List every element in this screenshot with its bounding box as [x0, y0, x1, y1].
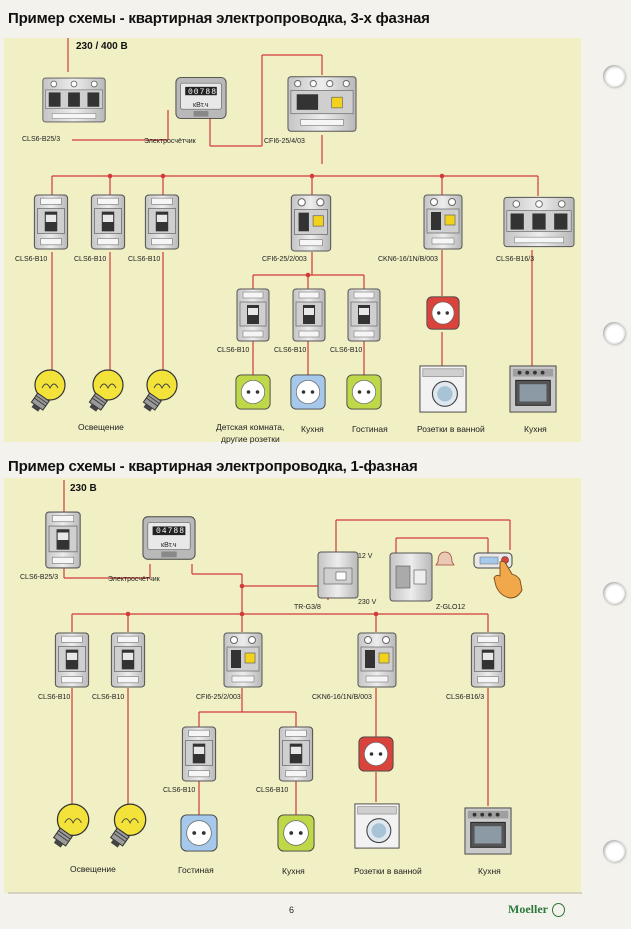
socket-icon: [290, 374, 326, 410]
rcd-2p: [290, 194, 332, 252]
device-label: TR-G3/8: [294, 604, 321, 611]
device-label: CLS6-B25/3: [20, 574, 59, 581]
device-label: CKN6-16/1N/B/003: [378, 256, 438, 263]
transformer-icon: [317, 551, 359, 599]
electricity-meter: [142, 516, 196, 560]
washing-machine-icon: [354, 803, 400, 849]
device-label: CLS6-B10: [128, 256, 161, 263]
device-label: CLS6-B25/3: [22, 136, 61, 143]
breaker-cls: [278, 726, 314, 782]
breaker-cls: [110, 632, 146, 688]
breaker-cls: [33, 194, 69, 250]
socket-icon: [180, 814, 218, 852]
moeller-logo: Moeller: [508, 902, 565, 918]
socket-icon: [277, 814, 315, 852]
bell-relay-icon: [389, 552, 433, 602]
caption: Детская комната,: [216, 422, 285, 432]
logo-mark-icon: [551, 903, 565, 918]
main-breaker-3p: [42, 77, 106, 123]
light-bulb-icon: [86, 369, 124, 414]
device-label: Электросчётчик: [144, 138, 196, 145]
breaker-cls: [347, 288, 381, 342]
device-label: CLS6-B10: [330, 347, 363, 354]
device-label: CLS6-B10: [163, 787, 196, 794]
device-label: 12 V: [358, 553, 373, 560]
socket-icon: [426, 296, 460, 330]
rcbo-ckn: [357, 632, 397, 688]
electricity-meter: [175, 77, 227, 119]
device-label: CLS6-B10: [217, 347, 250, 354]
page-number: 6: [288, 905, 294, 915]
caption: Кухня: [282, 866, 305, 876]
breaker-cls: [144, 194, 180, 250]
device-label: CFI6-25/2/003: [196, 694, 241, 701]
bell-icon: [435, 551, 455, 566]
caption: Гостиная: [178, 865, 214, 875]
socket-icon: [235, 374, 271, 410]
device-label: CLS6-B10: [274, 347, 307, 354]
device-label: CFI6-25/2/003: [262, 256, 307, 263]
caption: Гостиная: [352, 424, 388, 434]
breaker-cls: [236, 288, 270, 342]
junction-dots: [107, 173, 445, 617]
voltage-label: 230 / 400 В: [76, 41, 128, 52]
breaker-cls: [181, 726, 217, 782]
device-label: CKN6-16/1N/B/003: [312, 694, 372, 701]
wires: [51, 38, 539, 816]
socket-icon: [358, 736, 394, 772]
meter-digits: 00788: [188, 88, 218, 97]
breaker-3p: [503, 196, 575, 248]
light-bulb-icon: [28, 369, 66, 414]
meter-digits: 04788: [156, 527, 186, 536]
washing-machine-icon: [419, 365, 467, 413]
binder-hole: [603, 65, 625, 87]
light-bulb-icon: [107, 803, 147, 850]
stove-icon: [464, 807, 512, 855]
stove-icon: [509, 365, 557, 413]
caption: Кухня: [478, 866, 501, 876]
breaker-cls: [292, 288, 326, 342]
meter-unit: кВт.ч: [193, 102, 209, 109]
caption: Кухня: [301, 424, 324, 434]
section2-title: Пример схемы - квартирная электропроводк…: [8, 458, 418, 475]
breaker-cls: [90, 194, 126, 250]
caption: другие розетки: [221, 434, 280, 444]
device-label: 230 V: [358, 599, 377, 606]
device-label: CLS6-B10: [15, 256, 48, 263]
binder-hole: [603, 840, 625, 862]
caption: Освещение: [70, 864, 116, 874]
device-label: CFI6-25/4/03: [264, 138, 305, 145]
caption: Розетки в ванной: [417, 424, 485, 434]
light-bulb-icon: [50, 803, 90, 850]
light-bulb-icon: [140, 369, 178, 414]
logo-text: Moeller: [508, 902, 548, 916]
breaker-cls: [470, 632, 506, 688]
device-label: CLS6-B10: [38, 694, 71, 701]
device-label: CLS6-B10: [74, 256, 107, 263]
caption: Кухня: [524, 424, 547, 434]
meter-unit: кВт.ч: [161, 542, 177, 549]
device-label: CLS6-B10: [256, 787, 289, 794]
main-breaker: [45, 511, 81, 569]
main-rcd: [287, 76, 357, 132]
binder-hole: [603, 582, 625, 604]
device-label: CLS6-B16/3: [446, 694, 485, 701]
device-label: Электросчётчик: [108, 576, 160, 583]
device-label: CLS6-B10: [92, 694, 125, 701]
device-label: Z-GLO12: [436, 604, 466, 611]
doorbell-button-icon: [473, 552, 523, 599]
section1-title: Пример схемы - квартирная электропроводк…: [8, 10, 430, 27]
rcbo-ckn: [423, 194, 463, 250]
binder-hole: [603, 322, 625, 344]
rcd-2p: [223, 632, 263, 688]
breaker-cls: [54, 632, 90, 688]
socket-icon: [346, 374, 382, 410]
caption: Освещение: [78, 422, 124, 432]
device-label: CLS6-B16/3: [496, 256, 535, 263]
voltage-label: 230 В: [70, 483, 97, 494]
caption: Розетки в ванной: [354, 866, 422, 876]
